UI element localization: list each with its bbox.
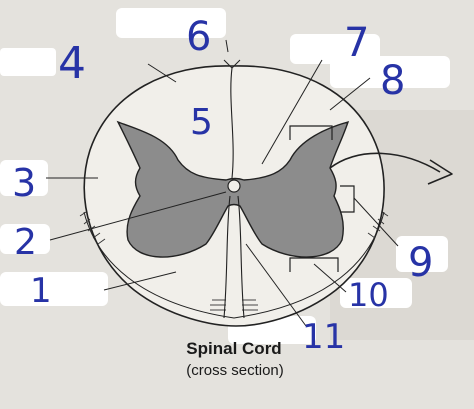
- number-10: 10: [348, 276, 389, 314]
- number-8: 8: [380, 58, 405, 104]
- label-box-3[interactable]: [0, 160, 48, 196]
- posterior-sulcus-mark: [223, 59, 241, 69]
- label-box-4[interactable]: [0, 48, 56, 76]
- number-7: 7: [344, 20, 369, 66]
- dorsal-root-arrow: [329, 152, 441, 173]
- number-4: 4: [58, 38, 86, 89]
- label-box-9[interactable]: [396, 236, 448, 272]
- number-5: 5: [190, 102, 213, 143]
- bracket-dorsal-horn: [289, 125, 333, 140]
- central-canal: [227, 179, 241, 193]
- label-box-10[interactable]: [340, 278, 412, 308]
- number-2: 2: [14, 222, 37, 263]
- posterior-median-septum: [230, 67, 234, 179]
- number-3: 3: [12, 161, 36, 205]
- pia-mater-line: [83, 211, 385, 319]
- bracket-lateral-horn: [340, 185, 355, 213]
- label-box-8[interactable]: [330, 56, 450, 88]
- label-box-2[interactable]: [0, 224, 50, 254]
- anterior-median-fissure: [223, 195, 245, 319]
- handwritten-numbers: 4 6 7 8 5 3 2 1 9 10 11: [12, 14, 433, 357]
- bracket-ventral-horn: [289, 257, 339, 272]
- label-box-1[interactable]: [0, 272, 108, 306]
- caption-subtitle: (cross section): [186, 362, 284, 379]
- caption-title: Spinal Cord: [186, 339, 282, 358]
- arrow-head: [427, 159, 453, 185]
- number-1: 1: [30, 271, 52, 311]
- number-11: 11: [302, 317, 345, 357]
- anterior-fissure-lines: [210, 299, 258, 311]
- label-box-6[interactable]: [116, 8, 226, 38]
- ventral-hatch-right: [367, 211, 389, 239]
- number-6: 6: [186, 14, 211, 60]
- number-9: 9: [408, 240, 433, 286]
- leader-lines: [46, 39, 399, 327]
